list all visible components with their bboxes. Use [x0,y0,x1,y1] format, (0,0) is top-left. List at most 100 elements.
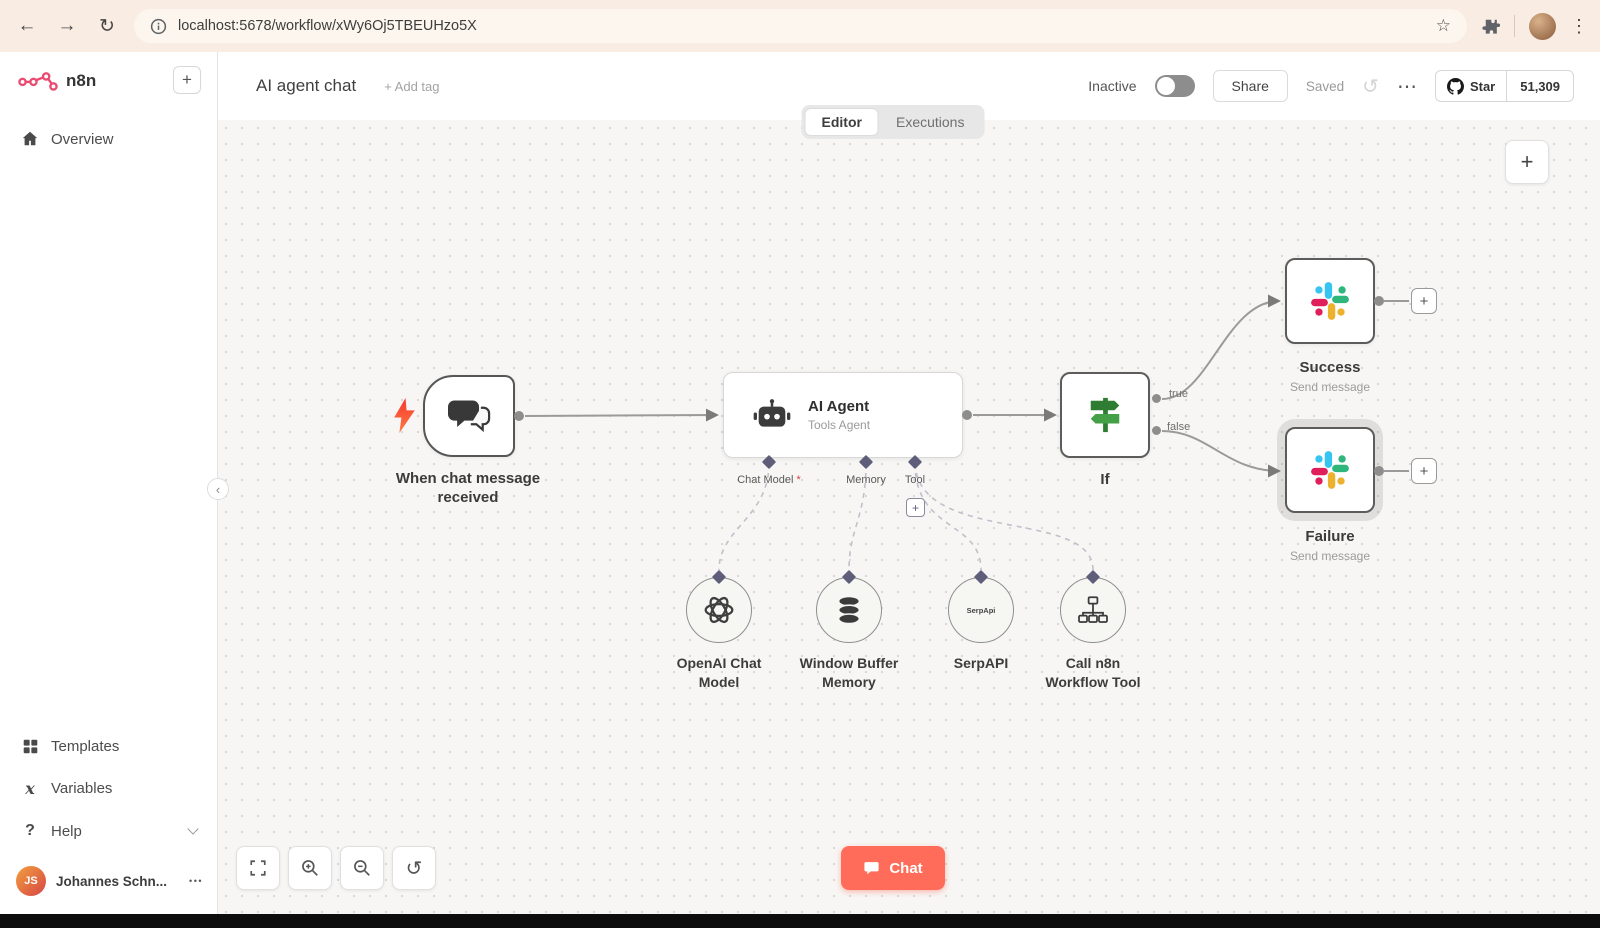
edge-if-true-to-success[interactable] [1161,294,1281,400]
github-star-button[interactable]: Star [1436,71,1508,101]
browser-back-icon[interactable]: ← [17,15,37,36]
sidebar-help-label: Help [51,822,82,840]
info-icon[interactable] [150,18,167,35]
edge-if-false-to-failure[interactable] [1161,430,1281,478]
edge-tool-to-workflowtool[interactable] [914,462,1094,571]
zoom-out-icon [354,860,370,876]
openai-icon [704,596,734,624]
user-menu[interactable]: JS Johannes Schn... ••• [0,852,217,914]
address-bar[interactable]: localhost:5678/workflow/xWy6Oj5TBEUHzo5X… [134,9,1467,43]
home-icon [20,130,40,148]
github-star-widget[interactable]: Star 51,309 [1434,70,1574,102]
chat-button[interactable]: Chat [841,846,945,890]
url-text[interactable]: localhost:5678/workflow/xWy6Oj5TBEUHzo5X [178,18,477,34]
zoom-in-button[interactable] [288,846,332,890]
user-menu-icon[interactable]: ••• [189,876,203,886]
trigger-output-port[interactable] [514,411,524,421]
success-output-port[interactable] [1374,296,1384,306]
saved-status: Saved [1305,78,1345,94]
zoom-in-icon [302,860,318,876]
fit-view-button[interactable] [236,846,280,890]
failure-node-label: Failure Send message [1289,528,1371,563]
node-success[interactable] [1285,258,1375,344]
chat-bubble-icon [864,861,879,874]
add-node-after-failure[interactable]: + [1411,458,1437,484]
browser-reload-icon[interactable]: ↻ [99,15,115,37]
toolbar-divider [1514,15,1515,37]
trigger-node-label: When chat message received [395,470,541,506]
sidebar-overview-label: Overview [51,130,114,148]
port-label-chat-model: Chat Model * [737,474,801,486]
edge-tool-to-serpapi[interactable] [914,462,982,571]
trigger-bolt-icon [394,398,415,438]
add-tool-button[interactable]: + [906,498,925,517]
history-icon[interactable]: ↺ [1362,75,1379,98]
chat-bubbles-icon [448,400,491,433]
active-toggle[interactable] [1154,75,1195,97]
if-true-output-port[interactable] [1152,394,1161,403]
chat-button-label: Chat [889,859,923,877]
sidebar-item-variables[interactable]: x Variables [0,767,217,810]
node-window-buffer-memory[interactable] [816,577,882,643]
node-serpapi[interactable]: SerpApi [948,577,1014,643]
tab-executions[interactable]: Executions [895,114,965,130]
serpapi-icon: SerpApi [966,605,996,615]
browser-menu-icon[interactable]: ⋮ [1570,15,1588,36]
bookmark-star-icon[interactable]: ☆ [1435,16,1451,35]
if-node-label: If [1100,471,1110,488]
workflow-canvas[interactable]: When chat message received AI Agent Tool… [218,120,1600,914]
templates-icon [20,738,40,755]
edges-layer [524,294,1409,571]
new-workflow-button[interactable]: + [173,66,201,94]
sidebar-collapse-button[interactable]: ‹ [207,478,229,500]
success-node-label: Success Send message [1289,359,1371,394]
edge-label-true: true [1169,388,1188,400]
add-tag-button[interactable]: + Add tag [384,78,440,94]
sidebar-templates-label: Templates [51,738,120,755]
node-call-n8n-workflow-tool[interactable] [1060,577,1126,643]
agent-subtitle: Tools Agent [808,418,871,432]
variables-icon: x [25,779,35,798]
share-button[interactable]: Share [1212,70,1288,102]
canvas-controls: ↺ [236,846,436,890]
slack-icon [1311,282,1349,320]
node-when-chat-message-received[interactable] [423,375,515,457]
database-icon [837,595,861,625]
n8n-logo[interactable]: n8n [0,52,217,106]
port-label-memory: Memory [846,474,886,486]
node-ai-agent[interactable]: AI Agent Tools Agent [723,372,963,458]
tab-editor[interactable]: Editor [804,108,879,136]
help-icon: ? [25,822,35,839]
agent-output-port[interactable] [962,410,972,420]
workflow-title[interactable]: AI agent chat [256,76,357,95]
extensions-puzzle-icon[interactable] [1481,17,1500,36]
browser-forward-icon[interactable]: → [57,15,77,36]
edge-trigger-to-agent[interactable] [524,408,719,422]
reset-zoom-button[interactable]: ↺ [392,846,436,890]
add-node-button[interactable]: + [1505,140,1549,184]
zoom-out-button[interactable] [340,846,384,890]
window-bottom-edge [0,914,1600,928]
user-avatar: JS [16,866,46,896]
failure-output-port[interactable] [1374,466,1384,476]
add-node-after-success[interactable]: + [1411,288,1437,314]
chevron-down-icon [187,823,199,835]
required-asterisk: * [796,474,801,486]
node-if[interactable] [1060,372,1150,458]
serpapi-node-label: SerpAPI [953,655,1009,671]
browser-toolbar: ← → ↻ localhost:5678/workflow/xWy6Oj5TBE… [0,0,1600,52]
node-openai-chat-model[interactable] [686,577,752,643]
robot-icon [753,399,791,427]
if-false-output-port[interactable] [1152,426,1161,435]
browser-profile-avatar[interactable] [1529,12,1556,40]
node-failure[interactable] [1285,427,1375,513]
sidebar-item-templates[interactable]: Templates [0,726,217,767]
sidebar-item-help[interactable]: ? Help [0,810,217,852]
github-star-count[interactable]: 51,309 [1520,78,1560,94]
edge-label-false: false [1167,421,1191,433]
workflow-menu-icon[interactable]: ⋯ [1396,75,1417,98]
fit-view-icon [250,860,266,876]
sidebar-item-overview[interactable]: Overview [0,118,217,160]
